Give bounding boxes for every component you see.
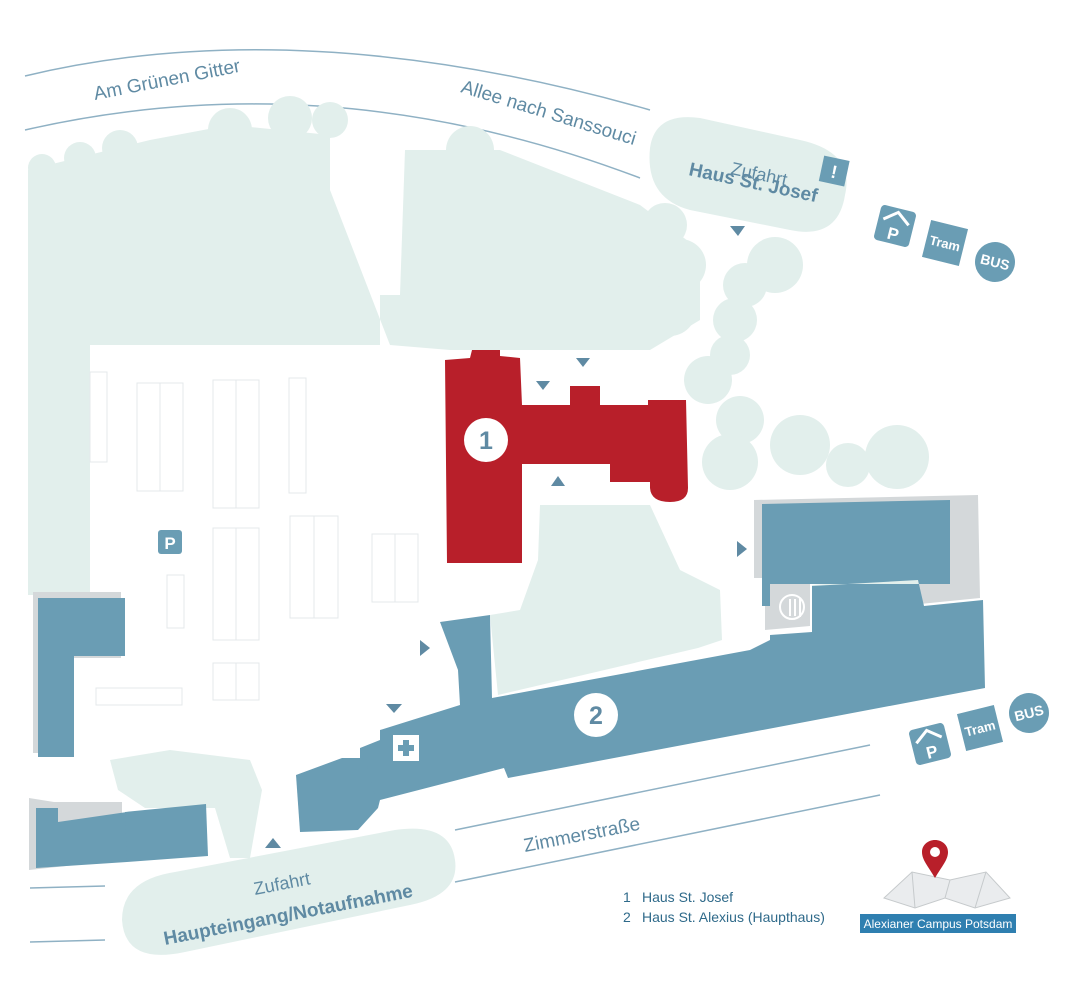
building-number-2-text: 2 <box>589 702 603 730</box>
legend-item-1: 1 Haus St. Josef <box>623 889 733 905</box>
parking-lot-text: P <box>164 534 175 553</box>
tram-text: Tram <box>928 232 962 254</box>
tram-icon[interactable] <box>921 219 969 267</box>
campus-badge[interactable]: Alexianer Campus Potsdam <box>860 840 1016 933</box>
parking-area <box>89 371 419 706</box>
building-1-haus-st-josef[interactable] <box>445 350 688 563</box>
building-number-1-text: 1 <box>479 427 493 455</box>
legend: 1 Haus St. Josef 2 Haus St. Alexius (Hau… <box>623 889 825 925</box>
tram-icon-2[interactable] <box>956 704 1004 752</box>
legend-number-2: 2 <box>623 909 631 925</box>
bus-icon-2[interactable] <box>1005 689 1053 737</box>
legend-number-1: 1 <box>623 889 631 905</box>
emergency-cross-icon[interactable] <box>393 735 419 761</box>
parking-garage-icon-2[interactable] <box>908 722 952 766</box>
access-bubble-haus-st-josef[interactable]: Zufahrt Haus St. Josef ! <box>649 117 850 232</box>
other-buildings <box>36 500 985 868</box>
legend-item-2: 2 Haus St. Alexius (Haupthaus) <box>623 909 825 925</box>
parking-garage-text: P <box>885 224 901 245</box>
building-number-2[interactable]: 2 <box>574 693 618 737</box>
warning-badge-icon <box>818 155 850 187</box>
legend-name-2: Haus St. Alexius (Haupthaus) <box>642 909 825 925</box>
tram-text-2: Tram <box>963 717 997 739</box>
campus-label: Alexianer Campus Potsdam <box>864 917 1013 931</box>
location-pin-icon <box>922 840 948 878</box>
parking-garage-icon[interactable] <box>873 204 917 248</box>
parking-garage-text-2: P <box>924 742 940 763</box>
building-number-1[interactable]: 1 <box>464 418 508 462</box>
transport-group-south: P Tram BUS <box>908 689 1053 766</box>
street-zimmerstrasse: Zimmerstraße <box>522 814 642 857</box>
street-am-gruenen-gitter: Am Grünen Gitter <box>92 56 243 105</box>
warning-badge-text: ! <box>829 162 839 183</box>
bus-text: BUS <box>979 251 1012 274</box>
green-areas <box>28 96 929 858</box>
street-lines <box>24 49 881 943</box>
bus-text-2: BUS <box>1013 702 1046 725</box>
transport-group-north: P Tram BUS <box>873 204 1019 286</box>
legend-name-1: Haus St. Josef <box>642 889 733 905</box>
parking-lot-icon[interactable] <box>158 530 182 554</box>
entrance-markers <box>265 226 747 848</box>
bus-icon[interactable] <box>971 238 1019 286</box>
restaurant-icon[interactable] <box>779 594 805 620</box>
